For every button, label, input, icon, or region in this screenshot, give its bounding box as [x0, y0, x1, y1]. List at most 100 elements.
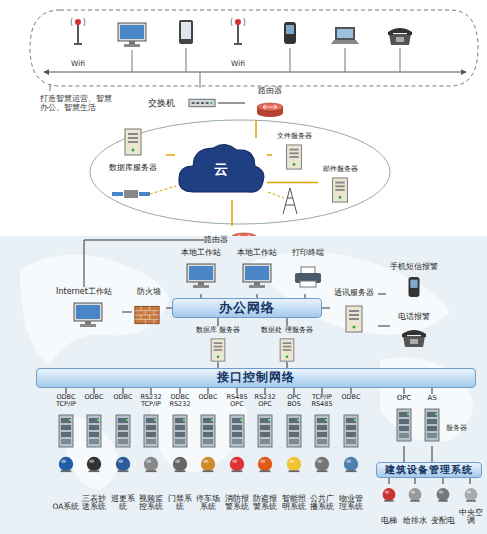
connector [470, 478, 471, 484]
node-label: 建筑设备管理系统 [385, 465, 473, 476]
subsystem-node: ODBC三表抄送系统 [80, 394, 108, 512]
router-node: 路由器 [245, 86, 295, 120]
server-node: OPC [392, 394, 416, 446]
printer-node: 打印终端 [288, 248, 328, 294]
subsystem-icons [116, 457, 130, 472]
subsystem-node: TCP/IP RS485 公共广播系统 [308, 394, 336, 512]
node-label: 防盗报警系统 [251, 495, 279, 512]
connector [404, 388, 405, 394]
subsystem-icons [409, 488, 422, 502]
connector [322, 308, 330, 309]
world-map [250, 252, 450, 335]
subsystem-icons [201, 457, 215, 472]
server-node: 邮件服务器 [318, 165, 362, 205]
alarm-node: 手机短信报警 [386, 262, 442, 300]
subsystem-node: RS485 OPC消防报警系统 [223, 394, 251, 512]
node-label: OA系统 [53, 503, 80, 512]
cloud-outline [179, 144, 264, 192]
cloud-node: 云 [175, 138, 267, 200]
node-label: 电梯 [381, 517, 397, 526]
node-label: 数据库服务器 [109, 163, 157, 172]
node-label: 变配电 [431, 517, 455, 526]
node-label: 防火墙 [137, 287, 161, 296]
top-region [71, 18, 85, 44]
subsystem-racks [201, 415, 215, 447]
tower [283, 188, 297, 214]
world-map [0, 236, 487, 534]
subsystem-racks [87, 415, 101, 447]
node-label: 云 [214, 161, 228, 177]
subsystem-racks [287, 415, 301, 447]
subsystem-icons [465, 488, 478, 502]
node-label: 路由器 [258, 86, 282, 95]
satellite [112, 192, 123, 196]
node-label: OPC [397, 394, 412, 402]
server-node: 数据处 理服务器 [254, 326, 320, 362]
subsystem-icons [144, 457, 158, 472]
equipment-node: 电梯 [378, 484, 400, 526]
subsystem-icons [344, 457, 358, 472]
tower [268, 192, 284, 198]
node-label: ODBC RS232 [166, 394, 194, 409]
node-label: 电话报警 [398, 312, 430, 321]
subsystem-icons [287, 457, 301, 472]
node-label: 邮件服务器 [323, 165, 358, 173]
connector [231, 200, 233, 226]
cloud-region [90, 120, 390, 224]
subsystem-icons [59, 457, 73, 472]
node-label: ODBC [341, 394, 360, 401]
connector [218, 318, 219, 326]
office-devices [74, 303, 102, 327]
note-label: 打造智慧运营、智慧 办公、智慧生活 [40, 95, 114, 112]
node-label: TCP/IP RS485 [308, 394, 336, 409]
node-label: OPC BOS [280, 394, 308, 409]
office-devices [74, 264, 426, 361]
connector [404, 446, 405, 462]
node-label: 数据库 服务器 [196, 326, 240, 334]
node-label: 公共广播系统 [308, 495, 336, 512]
top-region [331, 27, 359, 44]
node-label: 数据处 理服务器 [261, 326, 312, 334]
network-band: 接口控制网络 [36, 368, 476, 388]
node-label: 门禁系统 [166, 495, 194, 512]
node-label: ODBC [113, 394, 132, 401]
subsystem-node: OPC BOS智能照明系统 [280, 394, 308, 512]
cloud-region [287, 145, 302, 169]
switch-node: 交换机 [148, 90, 218, 116]
top-region [132, 48, 400, 88]
satellite [112, 186, 176, 198]
office-devices [211, 339, 225, 361]
top-region [30, 10, 478, 86]
top-region [231, 18, 245, 44]
node-label: 打印终端 [292, 248, 324, 257]
subsystem-racks [344, 415, 358, 447]
subsystem-racks [315, 415, 329, 447]
node-label: 交换机 [148, 98, 175, 108]
cloud-region [189, 99, 215, 106]
subsystem-node: ODBC TCP/IPOA系统 [52, 394, 80, 512]
cloud-region [257, 103, 283, 117]
subsystem-racks [230, 415, 244, 447]
top-region [179, 20, 193, 44]
satellite [124, 190, 138, 198]
workstation-node: Internet工作站 [46, 287, 122, 337]
node-label: 中央空调 [458, 509, 484, 526]
satellite [139, 192, 150, 196]
subsystem-icons [87, 457, 101, 472]
node-label: AS [427, 394, 436, 402]
office-devices [402, 330, 426, 347]
subsystem-icons [173, 457, 187, 472]
node-label: 巡更系统 [109, 495, 137, 512]
server-node: 通讯服务器 [330, 288, 378, 340]
node-label: ODBC [198, 394, 217, 401]
node-label: 手机短信报警 [390, 262, 438, 271]
connector [443, 478, 444, 484]
office-devices [346, 306, 362, 332]
cloud-region [90, 99, 390, 246]
top-region [388, 28, 412, 45]
server-node: AS [420, 394, 444, 446]
office-devices [295, 267, 321, 287]
node-label: RS232 OPC [251, 394, 279, 409]
equipment-node: 中央空调 [458, 484, 484, 526]
